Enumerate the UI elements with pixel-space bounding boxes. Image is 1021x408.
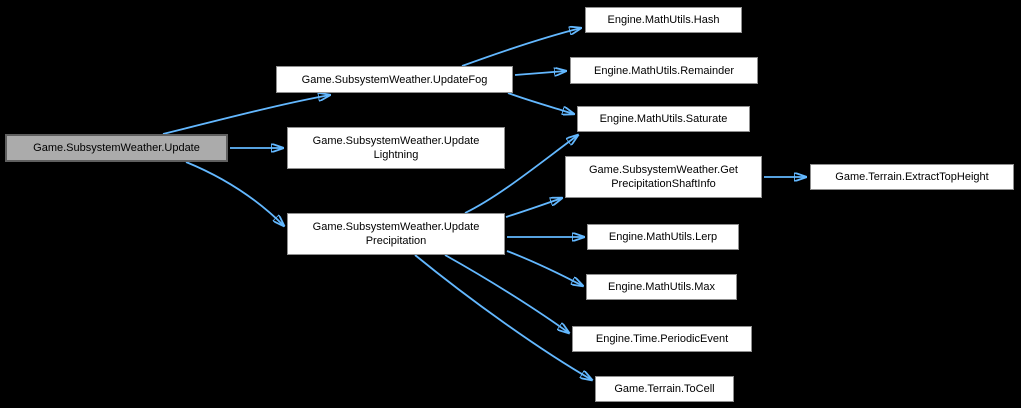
node-update-lightning-label-line2: Lightning	[373, 149, 419, 161]
node-to-cell-label: Game.Terrain.ToCell	[614, 383, 715, 395]
node-get-precipitation-shaft-info[interactable]: Game.SubsystemWeather.Get PrecipitationS…	[565, 156, 762, 198]
node-periodic-event[interactable]: Engine.Time.PeriodicEvent	[572, 326, 752, 352]
edge-update-precipitation-to-get-precipitation-shaft-info	[505, 198, 562, 218]
node-remainder-label: Engine.MathUtils.Remainder	[593, 64, 734, 77]
node-update: Game.SubsystemWeather.Update	[5, 134, 228, 162]
edge-update-fog-to-saturate	[507, 92, 574, 114]
node-lerp[interactable]: Engine.MathUtils.Lerp	[587, 224, 739, 250]
node-remainder[interactable]: Engine.MathUtils.Remainder	[570, 57, 758, 84]
node-periodic-event-label: Engine.Time.PeriodicEvent	[595, 333, 729, 345]
node-lerp-label: Engine.MathUtils.Lerp	[608, 231, 718, 243]
node-saturate-label: Engine.MathUtils.Saturate	[599, 113, 728, 125]
node-update-precipitation-label-line1: Game.SubsystemWeather.Update	[312, 221, 480, 233]
node-max-label: Engine.MathUtils.Max	[608, 281, 715, 293]
node-hash[interactable]: Engine.MathUtils.Hash	[585, 7, 742, 33]
node-get-precipitation-shaft-info-label-line1: Game.SubsystemWeather.Get	[589, 164, 738, 176]
node-to-cell[interactable]: Game.Terrain.ToCell	[595, 376, 734, 402]
edge-update-fog-to-remainder	[514, 71, 566, 75]
edge-update-precipitation-to-to-cell	[414, 254, 592, 380]
node-hash-label: Engine.MathUtils.Hash	[607, 14, 720, 26]
node-extract-top-height-label: Game.Terrain.ExtractTopHeight	[835, 171, 989, 183]
node-update-lightning-label-line1: Game.SubsystemWeather.Update	[312, 135, 480, 147]
node-update-fog-label: Game.SubsystemWeather.UpdateFog	[301, 73, 488, 86]
edge-update-fog-to-hash	[461, 28, 581, 67]
node-extract-top-height[interactable]: Game.Terrain.ExtractTopHeight	[810, 164, 1014, 190]
node-saturate[interactable]: Engine.MathUtils.Saturate	[577, 106, 750, 132]
edge-update-precipitation-to-periodic-event	[444, 254, 569, 333]
node-update-precipitation-label-line2: Precipitation	[365, 235, 427, 247]
node-update-fog[interactable]: Game.SubsystemWeather.UpdateFog	[276, 66, 513, 93]
node-get-precipitation-shaft-info-label-line2: PrecipitationShaftInfo	[611, 178, 716, 190]
node-max[interactable]: Engine.MathUtils.Max	[586, 274, 737, 300]
node-update-precipitation[interactable]: Game.SubsystemWeather.Update Precipitati…	[287, 213, 505, 255]
edge-update-to-update-precipitation	[185, 161, 284, 226]
node-update-label: Game.SubsystemWeather.Update	[33, 142, 200, 154]
node-update-lightning[interactable]: Game.SubsystemWeather.Update Lightning	[287, 127, 505, 169]
edge-update-precipitation-to-max	[506, 250, 583, 286]
